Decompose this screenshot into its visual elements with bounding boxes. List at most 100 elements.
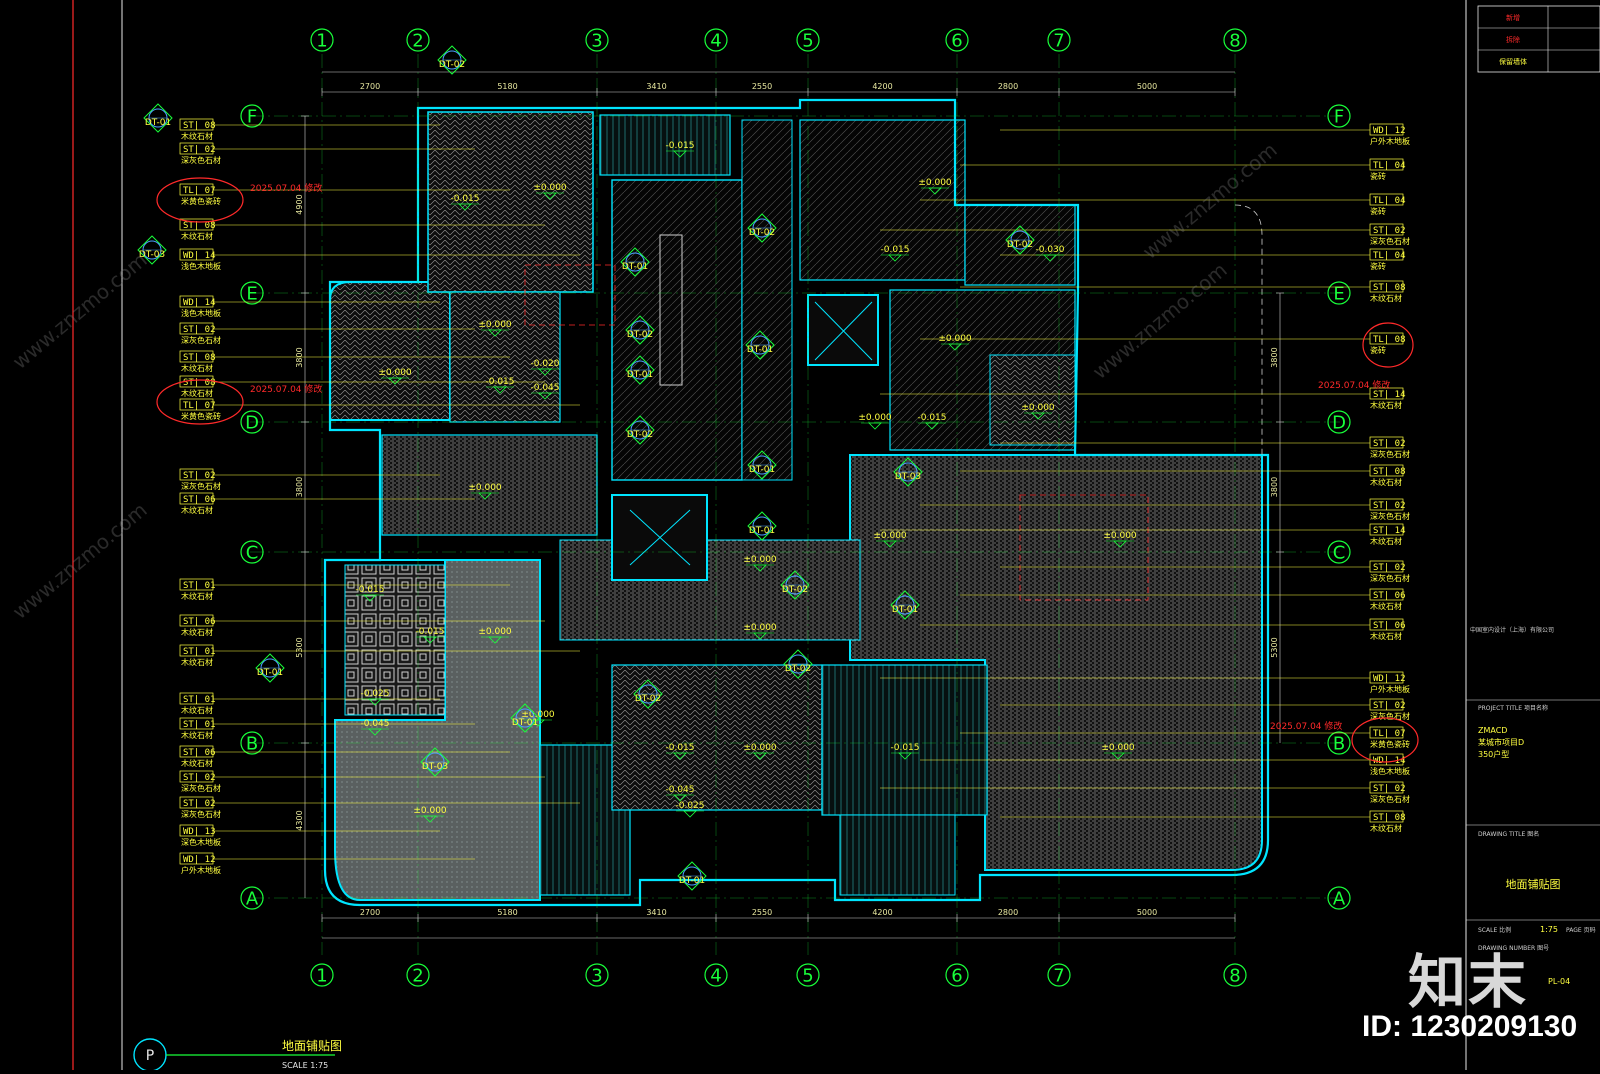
floor-level: -0.025 — [675, 801, 704, 811]
floor-level: ±0.000 — [858, 413, 892, 423]
detail-callout-label: DT-03 — [139, 250, 165, 260]
detail-callout-label: DT-01 — [627, 370, 653, 380]
material-tag-code: ST| 08 — [183, 353, 216, 363]
material-tag-code: WD| 12 — [1373, 674, 1406, 684]
floor-level: -0.015 — [355, 585, 384, 595]
dimension-value: 2800 — [998, 82, 1018, 91]
drawing-number: PL-04 — [1548, 977, 1570, 986]
grid-bubble — [1327, 104, 1351, 128]
material-tag-desc: 户外木地板 — [1370, 136, 1410, 146]
detail-callout-label: DT-01 — [747, 345, 773, 355]
dimension-value: 5000 — [1137, 908, 1157, 917]
grid-bubble — [1223, 963, 1247, 987]
grid-row-label: A — [246, 889, 259, 910]
material-tag-desc: 木纹石材 — [181, 131, 213, 141]
grid-row-label: E — [246, 284, 257, 305]
detail-callouts: DT-02DT-01DT-03DT-01DT-02DT-01DT-02DT-01… — [137, 45, 1035, 891]
dimension-value: 2700 — [360, 82, 380, 91]
dimension-value: 2800 — [998, 908, 1018, 917]
material-tag-desc: 米黄色瓷砖 — [181, 411, 221, 421]
detail-callout-label: DT-03 — [895, 472, 921, 482]
grid-bubble — [1327, 731, 1351, 755]
material-tag-desc: 木纹石材 — [181, 657, 213, 667]
material-tag-code: ST| 02 — [183, 773, 216, 783]
detail-callout-label: DT-02 — [627, 430, 653, 440]
grid-column-label: 5 — [802, 31, 813, 52]
dimension-value: 2550 — [752, 908, 772, 917]
drawing-title: 地面铺贴图 — [282, 1039, 342, 1053]
floor-level: ±0.000 — [533, 183, 567, 193]
drawing-title-label: DRAWING TITLE 图名 — [1478, 830, 1539, 838]
legend-keep: 保留墙体 — [1499, 57, 1527, 66]
floor-level: -0.030 — [1035, 245, 1064, 255]
grid-column-label: 8 — [1229, 31, 1240, 52]
material-tag-desc: 木纹石材 — [181, 231, 213, 241]
material-tag-desc: 深灰色石材 — [181, 155, 221, 165]
dimension-value: 3800 — [295, 347, 304, 367]
floor-level: ±0.000 — [918, 178, 952, 188]
material-tag-code: ST| 08 — [1373, 467, 1406, 477]
floor-level: -0.015 — [485, 377, 514, 387]
grid-bubble — [1327, 281, 1351, 305]
company-name: 中国室内设计（上海）有限公司 — [1470, 626, 1554, 634]
material-tag-desc: 木纹石材 — [181, 730, 213, 740]
material-tag-code: ST| 14 — [1373, 390, 1406, 400]
grid-column-label: 5 — [802, 966, 813, 987]
material-tag-desc: 米黄色瓷砖 — [1370, 739, 1410, 749]
watermark-text: www.znzmo.com — [1138, 138, 1282, 264]
detail-callout-label: DT-01 — [892, 605, 918, 615]
grid-bubble — [1327, 410, 1351, 434]
grid-bubble — [1327, 886, 1351, 910]
grid-column-label: 7 — [1053, 31, 1064, 52]
grid-row-label: C — [1333, 543, 1346, 564]
material-tag-desc: 木纹石材 — [1370, 631, 1402, 641]
floor-level: -0.020 — [530, 359, 559, 369]
detail-callout-label: DT-01 — [749, 465, 775, 475]
grid-column-label: 4 — [710, 31, 721, 52]
grid-bubble — [585, 28, 609, 52]
dimension-value: 5300 — [295, 637, 304, 657]
grid-row-label: B — [1333, 734, 1345, 755]
grid-column-label: 6 — [951, 31, 962, 52]
material-tag-code: ST| 02 — [1373, 501, 1406, 511]
grid-bubble — [240, 540, 264, 564]
legend-new: 新增 — [1506, 13, 1520, 22]
dimension-value: 4200 — [872, 82, 892, 91]
material-tag-desc: 深灰色石材 — [181, 481, 221, 491]
grid-bubble — [240, 104, 264, 128]
floor-level: -0.045 — [665, 785, 694, 795]
material-tag-desc: 瓷砖 — [1370, 345, 1386, 355]
detail-callout-label: DT-02 — [749, 228, 775, 238]
material-tag-code: ST| 02 — [1373, 784, 1406, 794]
grid-bubble — [1047, 963, 1071, 987]
material-tag-desc: 深灰色石材 — [1370, 711, 1410, 721]
grid-row-label: A — [1333, 889, 1346, 910]
grid-row-label: C — [246, 543, 259, 564]
material-tag-code: ST| 02 — [183, 325, 216, 335]
grid-bubble — [945, 28, 969, 52]
material-tag-code: TL| 04 — [1373, 251, 1406, 261]
material-tag-code: WD| 14 — [1373, 756, 1406, 766]
dimension-value: 3800 — [1270, 347, 1279, 367]
material-tag-code: TL| 04 — [1373, 196, 1406, 206]
view-marker-label: P — [146, 1048, 154, 1064]
grid-column-label: 2 — [412, 31, 423, 52]
dimension-value: 3800 — [295, 477, 304, 497]
material-tag-code: ST| 01 — [183, 720, 216, 730]
grid-bubble — [1047, 28, 1071, 52]
grid-bubble — [406, 28, 430, 52]
material-tag-desc: 木纹石材 — [1370, 536, 1402, 546]
detail-callout-label: DT-01 — [512, 718, 538, 728]
title-block-drawing-title: 地面铺贴图 — [1506, 877, 1561, 891]
revision-note: 2025.07.04 修改 — [250, 383, 322, 395]
revision-note: 2025.07.04 修改 — [1270, 720, 1342, 732]
detail-callout-label: DT-02 — [635, 694, 661, 704]
material-tag-desc: 深灰色石材 — [1370, 511, 1410, 521]
material-tag-desc: 木纹石材 — [181, 363, 213, 373]
grid-column-label: 1 — [316, 966, 327, 987]
revision-note: 2025.07.04 修改 — [1318, 379, 1390, 391]
material-tag-code: ST| 02 — [183, 471, 216, 481]
floor-level: -0.045 — [360, 719, 389, 729]
